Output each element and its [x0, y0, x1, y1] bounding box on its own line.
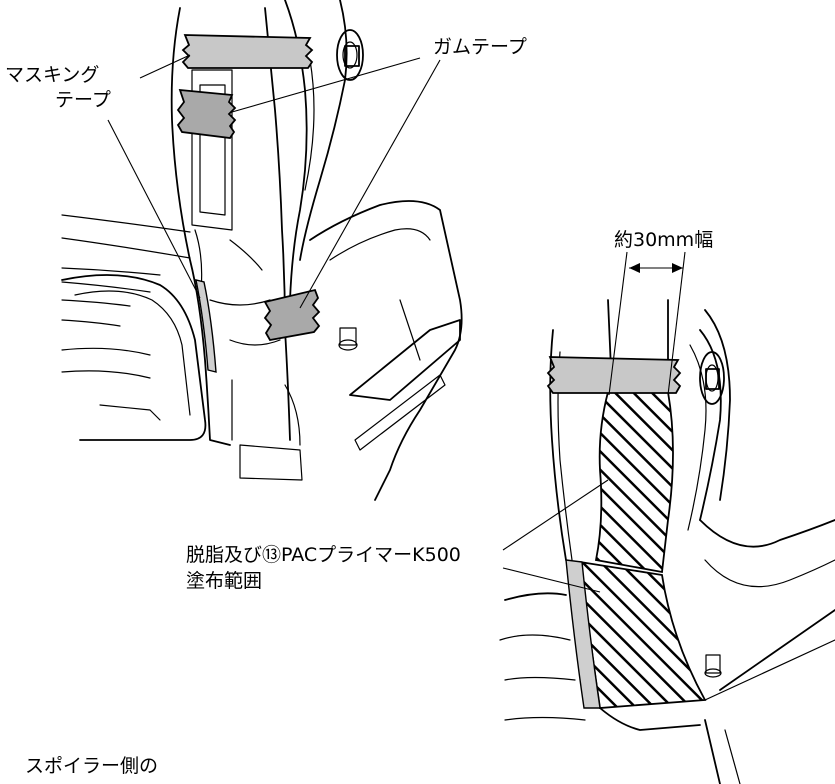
- masking-tape-label-line1: マスキング: [5, 64, 99, 86]
- primer-area-lower: [578, 560, 707, 709]
- primer-range-label-line1: 脱脂及び⑬PACプライマーK500: [186, 544, 461, 566]
- gum-tape-label: ガムテープ: [433, 36, 527, 58]
- primer-range-label-line2: 塗布範囲: [186, 569, 262, 592]
- gum-tape-upper: [176, 88, 237, 139]
- spoiler-side-label: スポイラー側の: [25, 755, 158, 777]
- masking-tape-right: [546, 356, 682, 394]
- trunk-lid-outline: [61, 214, 191, 327]
- bolt-left: [336, 29, 364, 81]
- masking-tape-left: [181, 34, 314, 69]
- leader-lines: [107, 54, 609, 593]
- right-illustration: [499, 299, 835, 784]
- spoiler-bracket-right: [309, 200, 463, 501]
- left-illustration: [61, 0, 463, 501]
- width-dimension: [608, 251, 686, 396]
- primer-area-upper: [594, 391, 674, 574]
- bolt-right: [699, 351, 725, 405]
- masking-tape-label-line2: テープ: [55, 89, 111, 111]
- gum-tape-lower: [263, 288, 321, 341]
- spoiler-stay: [170, 0, 348, 481]
- spoiler-bracket-left: [61, 274, 207, 441]
- width-dimension-label: 約30mm幅: [614, 229, 713, 251]
